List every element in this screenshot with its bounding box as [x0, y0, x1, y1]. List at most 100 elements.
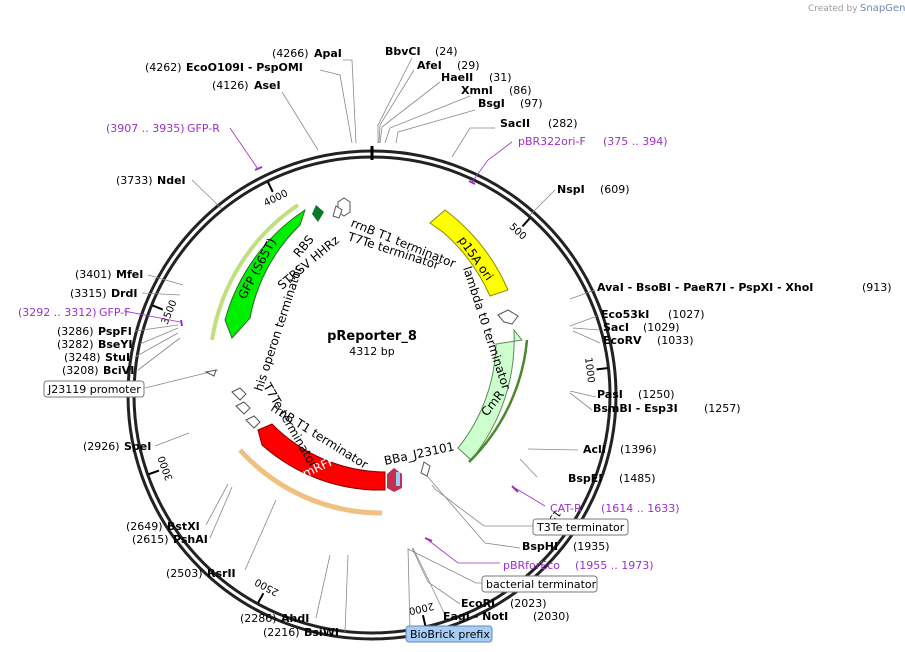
- site-pos: (2503): [166, 567, 203, 580]
- tick-mark: [257, 592, 265, 604]
- site-pos: (2926): [83, 440, 120, 453]
- gfp-arrow[interactable]: [224, 208, 306, 339]
- bact-term-box-label: bacterial terminator: [486, 578, 597, 591]
- gfp-halo: [210, 203, 300, 341]
- site-pos: (1027): [668, 308, 705, 321]
- site-pos: (4262): [145, 61, 182, 74]
- site-label: EcoRV: [603, 334, 642, 347]
- site-label: EcoO109I - PspOMI: [186, 61, 303, 74]
- tick-label: 4000: [262, 188, 290, 209]
- plasmid-size: 4312 bp: [349, 345, 394, 358]
- primer-name: pBR322ori-F: [518, 135, 586, 148]
- site-label: BbvCI: [385, 45, 421, 58]
- primer-name: GFP-F: [99, 306, 131, 319]
- primer-range: (1955 .. 1973): [575, 559, 654, 572]
- site-pos: (4266): [272, 47, 309, 60]
- site-label: NdeI: [157, 174, 186, 187]
- site-label: AfeI: [417, 59, 442, 72]
- site-label: BsgI: [478, 97, 505, 110]
- tick-mark: [596, 367, 608, 371]
- site-label: SacI: [603, 321, 629, 334]
- site-label: SpeI: [124, 440, 151, 453]
- site-pos: (609): [600, 183, 630, 196]
- primer-name: pBRforEco: [503, 559, 560, 572]
- site-pos: (97): [520, 97, 543, 110]
- terminator-glyphs: [204, 197, 519, 477]
- site-label: PspFI: [98, 325, 132, 338]
- biobrick-box[interactable]: [405, 625, 493, 643]
- site-pos: (2286): [240, 612, 277, 625]
- site-label: AseI: [254, 79, 281, 92]
- tick-mark: [421, 614, 427, 627]
- primer-labels: pBR322ori-F (375 .. 394) CAT-R (1614 .. …: [18, 122, 680, 572]
- t3te-box[interactable]: [532, 518, 629, 536]
- site-pos: (3286): [57, 325, 94, 338]
- site-pos: (1029): [643, 321, 680, 334]
- site-label: BsmBI - Esp3I: [593, 402, 678, 415]
- primer-name: GFP-R: [187, 122, 220, 135]
- site-pos: (1396): [620, 443, 657, 456]
- site-labels-right: BbvCI (24) AfeI (29) HaeII (31) XmnI (86…: [385, 45, 892, 623]
- tick-mark: [521, 217, 531, 228]
- site-label: NspI: [557, 183, 585, 196]
- primer-range: (3907 .. 3935): [106, 122, 185, 135]
- site-pos: (913): [862, 281, 892, 294]
- site-label: PasI: [597, 388, 623, 401]
- site-label: EcoRI: [461, 597, 495, 610]
- site-label: MfeI: [116, 268, 143, 281]
- site-label: AvaI - BsoBI - PaeR7I - PspXI - XhoI: [597, 281, 813, 294]
- site-pos: (3248): [64, 351, 101, 364]
- tick-mark: [152, 304, 164, 311]
- site-label: BseYI: [98, 338, 132, 351]
- bact-term-box[interactable]: [481, 575, 598, 593]
- site-pos: (3208): [62, 364, 99, 377]
- site-label: StuI: [105, 351, 130, 364]
- site-pos: (1485): [619, 472, 656, 485]
- site-label: HaeII: [441, 71, 473, 84]
- tick-label: 2500: [253, 576, 281, 598]
- site-label: BspEI: [568, 472, 602, 485]
- plasmid-name: pReporter_8: [327, 329, 417, 344]
- bba-label: BBa_J23101: [383, 439, 456, 468]
- t3te-box-label: T3Te terminator: [536, 521, 625, 534]
- primer-range: (375 .. 394): [603, 135, 668, 148]
- p15a-ori-arrow[interactable]: [429, 209, 509, 297]
- site-pos: (3733): [116, 174, 153, 187]
- site-pos: (1250): [638, 388, 675, 401]
- site-pos: (2615): [132, 533, 169, 546]
- site-pos: (24): [435, 45, 458, 58]
- site-label: AclI: [583, 443, 606, 456]
- primer-range: (1614 .. 1633): [601, 502, 680, 515]
- site-label: XmnI: [461, 84, 493, 97]
- site-pos: (1033): [657, 334, 694, 347]
- tick-label: 2000: [408, 600, 435, 616]
- credit-text: Created by: [808, 4, 858, 14]
- site-pos: (3401): [75, 268, 112, 281]
- mrfp1-arrow[interactable]: [257, 423, 386, 491]
- site-pos: (3282): [57, 338, 94, 351]
- tick-label: 1000: [582, 357, 596, 384]
- site-label: BstXI: [167, 520, 200, 533]
- site-label: AhdI: [281, 612, 309, 625]
- tick-label: 3500: [160, 299, 180, 327]
- site-pos: (1257): [704, 402, 741, 415]
- primer-marks: [180, 166, 519, 542]
- site-label: DrdI: [111, 287, 138, 300]
- tick-label: 3000: [157, 454, 176, 482]
- primer-name: CAT-R: [550, 502, 582, 515]
- site-label: ApaI: [314, 47, 342, 60]
- j23119-box-label: J23119 promoter: [47, 383, 141, 396]
- site-pos: (86): [509, 84, 532, 97]
- boxed-labels: T3Te terminator bacterial terminator Bio…: [43, 380, 629, 643]
- cmr-halo: [468, 339, 529, 463]
- site-pos: (29): [457, 59, 480, 72]
- site-label: BsiWI: [304, 626, 339, 639]
- j23119-box[interactable]: [43, 380, 145, 398]
- biobrick-box-label: BioBrick prefix: [410, 628, 490, 641]
- mrfp1-halo: [238, 448, 383, 516]
- site-pos: (4126): [212, 79, 249, 92]
- primer-range: (3292 .. 3312): [18, 306, 97, 319]
- site-pos: (1935): [573, 540, 610, 553]
- site-label: EagI - NotI: [443, 610, 508, 623]
